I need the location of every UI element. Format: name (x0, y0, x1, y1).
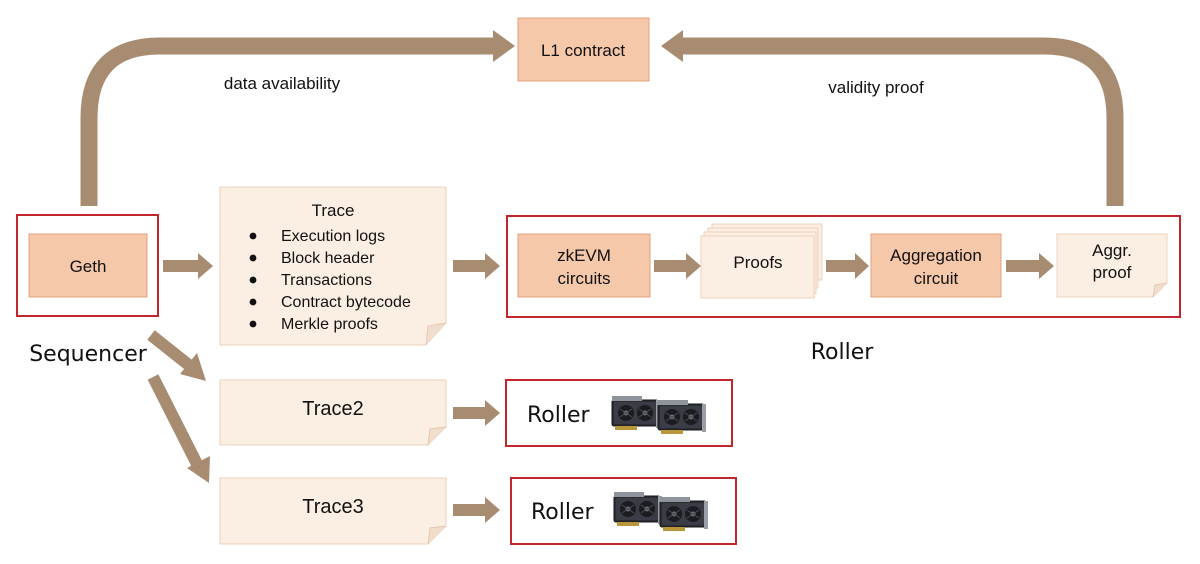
geth-box (28, 233, 148, 298)
sequencer-label: Sequencer (29, 342, 148, 367)
zkevm-to-proofs-arrowhead (686, 253, 701, 279)
bullet-icon (249, 276, 257, 284)
trace3-label: Trace3 (302, 496, 364, 518)
validity-proof-arrow (676, 37, 1124, 206)
trace-item: Transactions (281, 272, 372, 289)
l1-contract-label: L1 contract (541, 41, 625, 60)
aggr-proof-line2: proof (1093, 263, 1132, 282)
proofs-to-aggregation-arrowhead (855, 253, 869, 279)
data-availability-arrow (80, 37, 500, 206)
aggregation-to-aggr-proof-arrowhead (1039, 253, 1054, 279)
aggregation-circuit-box (870, 233, 1002, 298)
trace-note-fold (425, 322, 447, 346)
trace-title: Trace (312, 201, 355, 220)
trace-to-roller-arrowhead (485, 253, 500, 279)
bullet-icon (249, 232, 257, 240)
proofs-box (700, 235, 815, 299)
aggr-proof-note-fold (1152, 282, 1168, 298)
aggregation-circuit-line2: circuit (914, 269, 959, 288)
gpu-cards-icon (613, 491, 709, 532)
bullet-icon (249, 320, 257, 328)
sequencer-to-trace2-arrowhead (180, 353, 206, 381)
sequencer-to-trace2-arrow (147, 330, 194, 371)
geth-to-trace-arrow (163, 260, 199, 272)
geth-label: Geth (70, 257, 107, 276)
trace3-note-fold (427, 525, 447, 545)
roller-pipeline-frame (506, 215, 1181, 318)
sequencer-frame (16, 214, 159, 317)
trace-item: Block header (281, 250, 375, 267)
trace-item: Merkle proofs (281, 316, 378, 333)
aggregation-circuit-line1: Aggregation (890, 246, 982, 265)
validity-proof-arrowhead (661, 30, 683, 62)
trace-item: Contract bytecode (281, 294, 411, 311)
geth-to-trace-arrowhead (198, 253, 213, 279)
trace2-to-roller-arrowhead (485, 400, 500, 426)
roller-pipeline-label: Roller (811, 340, 875, 365)
zkevm-circuits-box (517, 233, 651, 298)
bullet-icon (249, 298, 257, 306)
bullet-icon (249, 254, 257, 262)
trace-item: Execution logs (281, 228, 385, 245)
trace3-to-roller-arrowhead (485, 497, 500, 523)
trace3-to-roller-arrow (453, 504, 486, 516)
trace2-to-roller-arrow (453, 407, 486, 419)
proofs-stack (700, 223, 823, 299)
trace-to-roller-arrow (453, 260, 486, 272)
roller2-label: Roller (527, 403, 591, 428)
sequencer-to-trace3-arrow (147, 374, 204, 469)
gpu-cards-icon (611, 395, 707, 435)
trace-item-list: Execution logs Block header Transactions… (249, 228, 411, 333)
proofs-to-aggregation-arrow (826, 260, 856, 272)
roller2-frame (505, 379, 733, 447)
aggr-proof-line1: Aggr. (1092, 241, 1132, 260)
zkevm-to-proofs-arrow (654, 260, 687, 272)
zkevm-circuits-line2: circuits (558, 269, 611, 288)
roller3-frame (510, 477, 737, 545)
validity-proof-label: validity proof (828, 78, 924, 97)
l1-contract-box (517, 17, 650, 82)
roller3-label: Roller (531, 500, 595, 525)
proofs-label: Proofs (733, 253, 782, 272)
data-availability-arrowhead (493, 30, 515, 62)
trace2-note-fold (427, 426, 447, 446)
trace2-label: Trace2 (302, 398, 364, 420)
data-availability-label: data availability (224, 74, 341, 93)
aggregation-to-aggr-proof-arrow (1006, 260, 1040, 272)
zkevm-circuits-line1: zkEVM (557, 246, 611, 265)
sequencer-to-trace3-arrowhead (187, 456, 210, 483)
